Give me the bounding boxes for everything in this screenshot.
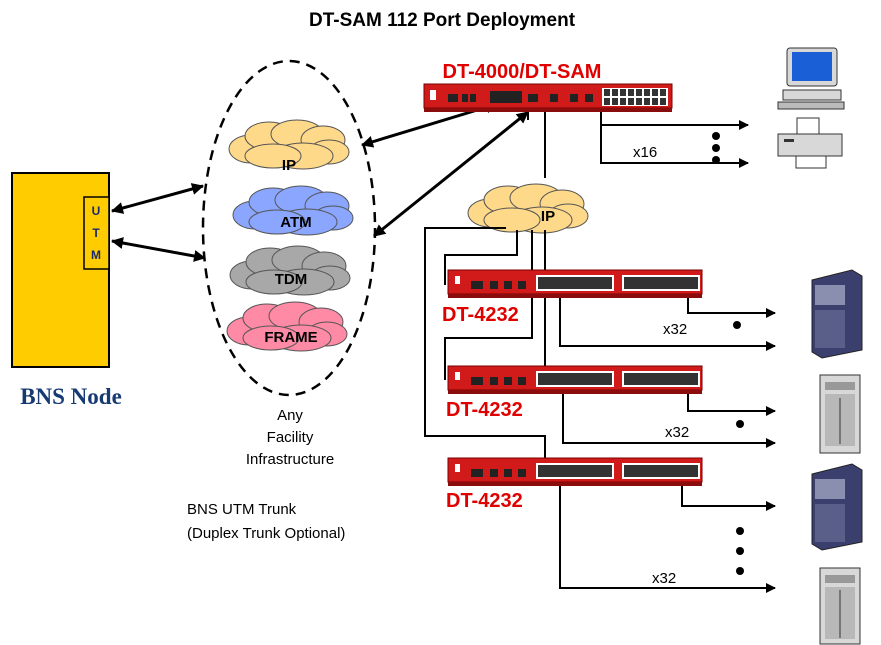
switch-3-output-upper	[681, 486, 776, 511]
trunk-caption-line1: BNS UTM Trunk	[187, 501, 297, 518]
ellipsis-dot	[712, 132, 720, 140]
head-output-upper	[600, 112, 749, 130]
utm-module	[83, 196, 110, 270]
ellipsis-dot	[736, 567, 744, 575]
switch-3-label: DT-4232	[446, 490, 523, 512]
ip-cloud-label: IP	[282, 157, 296, 174]
head-device	[423, 83, 673, 112]
switch-2-output-upper	[687, 394, 776, 416]
cloud-head-link-lower	[373, 110, 529, 238]
server-tower-icon	[819, 374, 861, 454]
diagram-title: DT-SAM 112 Port Deployment	[309, 10, 576, 31]
switch-3-count: x32	[652, 570, 676, 587]
utm-letter-u: U	[92, 204, 101, 218]
switch-2-count: x32	[665, 424, 689, 441]
trunk-caption-line2: (Duplex Trunk Optional)	[187, 525, 345, 542]
head-device-label: DT-4000/DT-SAM	[443, 61, 602, 83]
ellipsis-dot	[712, 144, 720, 152]
atm-cloud-label: ATM	[280, 214, 311, 231]
switch-1-output-upper	[687, 298, 776, 318]
server-tower-icon	[819, 567, 861, 645]
ellipsis-dot	[736, 420, 744, 428]
center-ip-label: IP	[541, 208, 555, 225]
ellipsis-dot	[736, 547, 744, 555]
center-ip-cloud	[467, 183, 589, 234]
computer-icon	[777, 47, 845, 110]
ellipsis-dot	[733, 321, 741, 329]
server-tower-icon	[811, 463, 863, 551]
switch-1-count: x32	[663, 321, 687, 338]
switch-2-label: DT-4232	[446, 399, 523, 421]
head-output-lower	[600, 112, 749, 168]
bns-node-label: BNS Node	[20, 384, 122, 409]
switch-2-output-lower	[562, 394, 776, 448]
switch-2	[447, 365, 703, 394]
server-tower-icon	[811, 269, 863, 359]
tdm-cloud-label: TDM	[275, 271, 308, 288]
switch-3-output-lower	[559, 486, 776, 593]
utm-link-upper	[111, 183, 204, 214]
utm-letter-t: T	[92, 226, 100, 240]
switch-1-output-lower	[559, 298, 776, 351]
utm-letter-m: M	[91, 248, 101, 262]
ellipsis-dot	[712, 156, 720, 164]
ip-to-switch-3	[424, 227, 546, 470]
switch-1-label: DT-4232	[442, 304, 519, 326]
ellipsis-dot	[736, 527, 744, 535]
frame-cloud-label: FRAME	[264, 329, 317, 346]
switch-1	[447, 269, 703, 298]
printer-icon	[777, 117, 843, 169]
head-count-label: x16	[633, 144, 657, 161]
utm-link-lower	[111, 237, 206, 262]
facility-caption-line1: Any	[277, 407, 303, 424]
facility-caption-line2: Facility	[267, 429, 314, 446]
ip-to-switch-1	[444, 230, 518, 285]
switch-3	[447, 457, 703, 486]
facility-caption-line3: Infrastructure	[246, 451, 334, 468]
